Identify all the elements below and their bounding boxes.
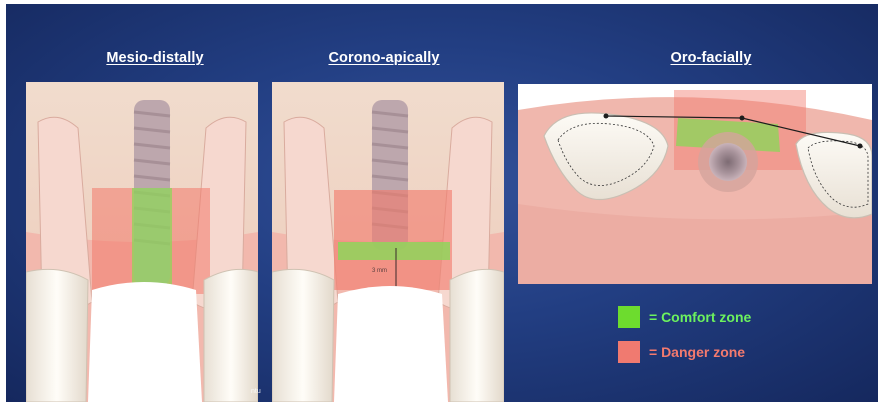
corono-apical-illustration: 3 mm — [272, 82, 504, 402]
heading-oro-facially: Oro-facially — [626, 50, 796, 68]
arch-point-center — [740, 116, 745, 121]
legend-comfort-label: = Comfort zone — [649, 309, 751, 325]
danger-zone — [334, 190, 452, 290]
mesio-distal-illustration — [26, 82, 258, 402]
legend-comfort-zone: = Comfort zone — [618, 306, 751, 328]
slide: Mesio-distally Corono-apically Oro-facia… — [6, 4, 878, 402]
measure-label: 3 mm — [372, 268, 387, 274]
oro-facial-illustration — [518, 84, 872, 284]
tooth-gap — [88, 282, 202, 402]
legend-danger-zone: = Danger zone — [618, 341, 745, 363]
comfort-swatch — [618, 306, 640, 328]
implant-head — [709, 143, 747, 181]
arch-point-right — [858, 144, 863, 149]
right-crown — [450, 269, 504, 402]
footer-text-fragment: ntu — [251, 388, 261, 395]
right-crown — [204, 269, 258, 402]
legend-danger-label: = Danger zone — [649, 344, 745, 360]
left-crown — [272, 269, 334, 402]
arch-point-left — [604, 114, 609, 119]
comfort-zone — [338, 242, 450, 260]
heading-corono-apically: Corono-apically — [274, 50, 494, 68]
left-crown — [26, 269, 88, 402]
comfort-zone — [132, 188, 172, 294]
heading-mesio-distally: Mesio-distally — [50, 50, 260, 68]
tooth-gap — [334, 286, 448, 402]
danger-swatch — [618, 341, 640, 363]
